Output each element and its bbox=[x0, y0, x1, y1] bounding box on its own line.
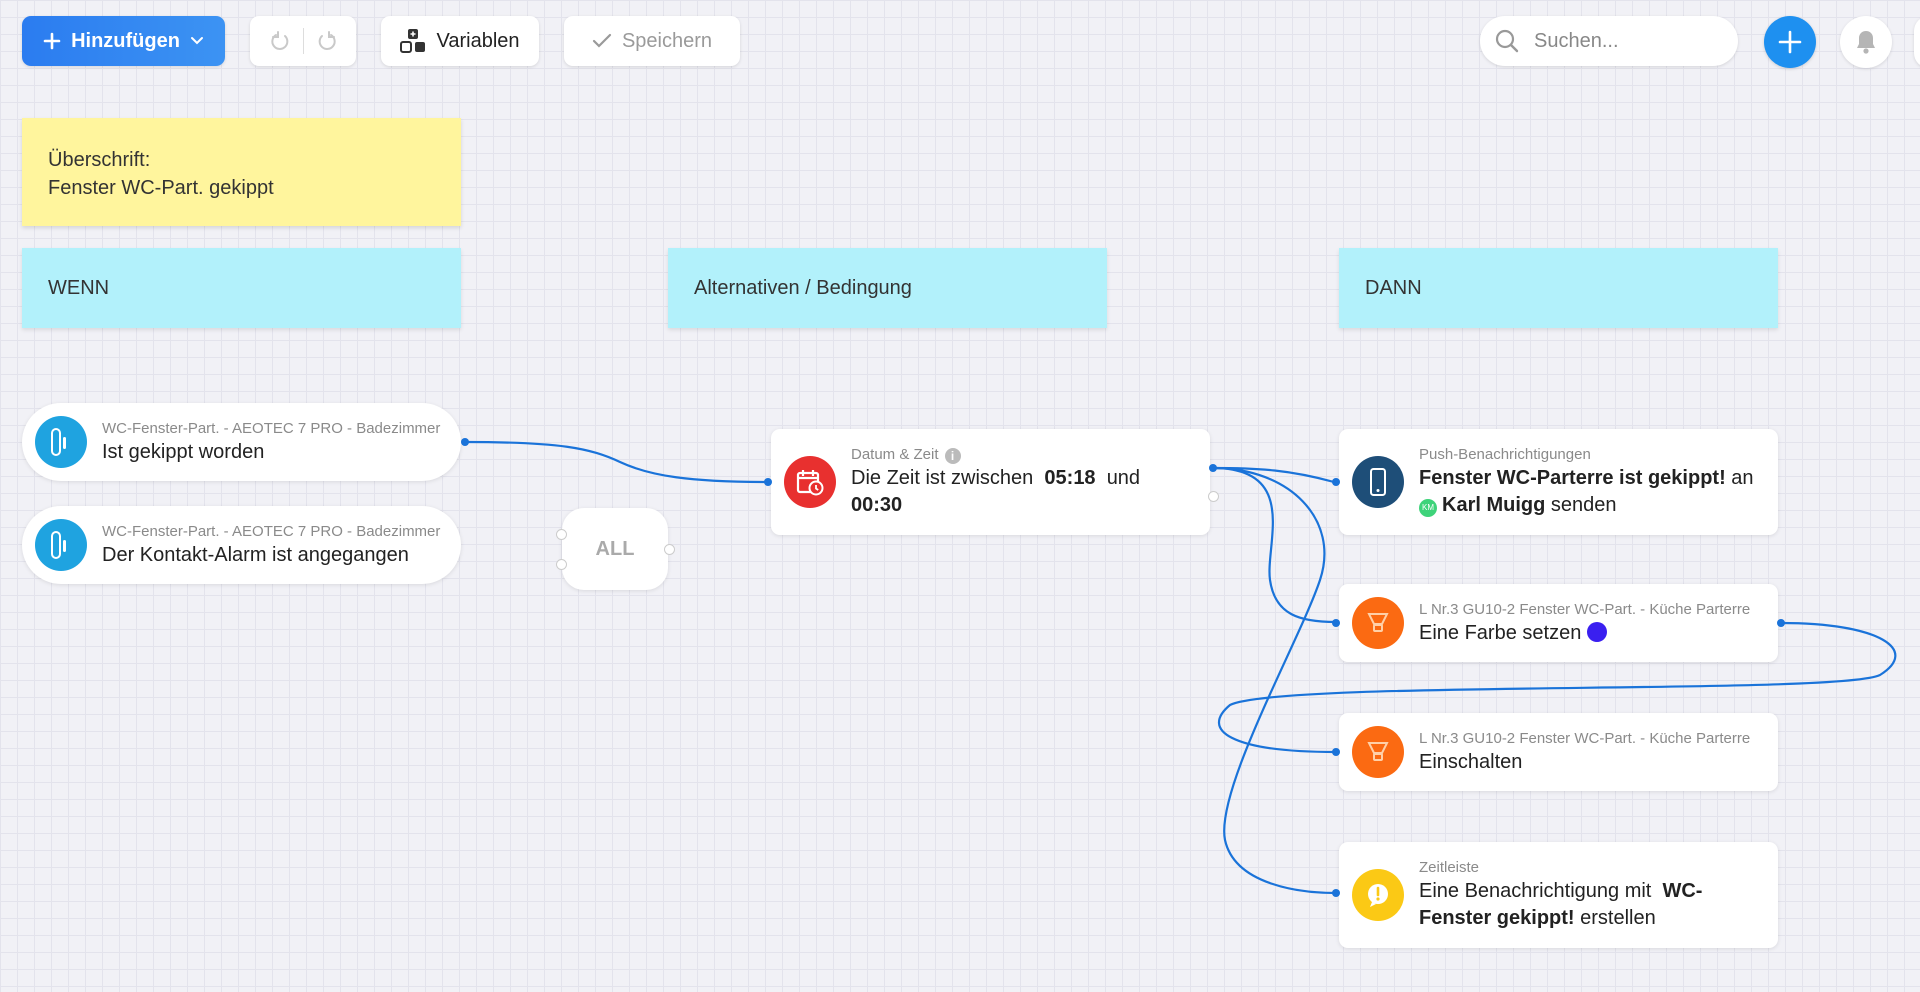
action-category: Push-Benachrichtigungen bbox=[1419, 446, 1591, 463]
calendar-clock-icon bbox=[784, 456, 836, 508]
avatar: KM bbox=[1419, 499, 1437, 517]
logic-input-port[interactable] bbox=[556, 529, 567, 540]
divider bbox=[302, 28, 304, 54]
action-card-set-color[interactable]: L Nr.3 GU10-2 Fenster WC-Part. - Küche P… bbox=[1339, 584, 1778, 662]
logic-input-port[interactable] bbox=[556, 559, 567, 570]
condition-time-end: 00:30 bbox=[851, 494, 903, 516]
condition-output-port-true[interactable] bbox=[1209, 464, 1217, 472]
variables-button[interactable]: Variablen bbox=[381, 16, 539, 66]
timeline-highlight-1: WC- bbox=[1662, 880, 1703, 902]
add-button-label: Hinzufügen bbox=[71, 29, 180, 52]
smartphone-icon bbox=[1352, 456, 1404, 508]
create-button[interactable] bbox=[1764, 16, 1816, 68]
push-to-word: an bbox=[1731, 467, 1754, 489]
all-logic-label: ALL bbox=[595, 537, 635, 560]
headline-note[interactable]: Überschrift: Fenster WC-Part. gekippt bbox=[22, 118, 461, 226]
condition-time-start: 05:18 bbox=[1044, 467, 1096, 489]
action-device: L Nr.3 GU10-2 Fenster WC-Part. - Küche P… bbox=[1419, 600, 1751, 618]
contact-sensor-icon bbox=[35, 519, 87, 571]
trigger-card-tilted[interactable]: WC-Fenster-Part. - AEOTEC 7 PRO - Badezi… bbox=[22, 403, 461, 481]
undo-icon[interactable] bbox=[269, 30, 291, 52]
save-button-label: Speichern bbox=[621, 29, 713, 52]
note-title: Überschrift: bbox=[48, 149, 151, 171]
trigger-event: Ist gekippt worden bbox=[102, 440, 265, 463]
save-button[interactable]: Speichern bbox=[564, 16, 740, 66]
spotlight-icon bbox=[1352, 597, 1404, 649]
condition-text-and: und bbox=[1106, 467, 1141, 489]
action-device: L Nr.3 GU10-2 Fenster WC-Part. - Küche P… bbox=[1419, 729, 1751, 747]
action-input-port[interactable] bbox=[1332, 619, 1340, 627]
action-category: Zeitleiste bbox=[1419, 859, 1480, 876]
variables-icon bbox=[400, 29, 426, 53]
all-logic-node[interactable]: ALL bbox=[562, 508, 668, 590]
search-box bbox=[1480, 16, 1738, 66]
trigger-card-contact-alarm[interactable]: WC-Fenster-Part. - AEOTEC 7 PRO - Badezi… bbox=[22, 506, 461, 584]
wire-trigger-to-condition bbox=[464, 440, 769, 484]
column-header-when-label: WENN bbox=[48, 276, 110, 299]
column-header-then-label: DANN bbox=[1365, 276, 1422, 299]
condition-category: Datum & Zeit bbox=[851, 446, 939, 463]
condition-card-time[interactable]: Datum & Zeit i Die Zeit ist zwischen 05:1… bbox=[771, 429, 1210, 535]
contact-sensor-icon bbox=[35, 416, 87, 468]
trigger-device: WC-Fenster-Part. - AEOTEC 7 PRO - Badezi… bbox=[102, 419, 441, 437]
column-header-conditions-label: Alternativen / Bedingung bbox=[694, 276, 912, 299]
action-card-turn-on[interactable]: L Nr.3 GU10-2 Fenster WC-Part. - Küche P… bbox=[1339, 713, 1778, 791]
action-card-timeline[interactable]: Zeitleiste Eine Benachrichtigung mit WC-… bbox=[1339, 842, 1778, 948]
wire-condition-to-timeline bbox=[1212, 466, 1337, 895]
redo-icon[interactable] bbox=[316, 30, 338, 52]
push-recipient: Karl Muigg bbox=[1442, 494, 1546, 516]
push-verb: senden bbox=[1550, 494, 1617, 516]
alert-bubble-icon bbox=[1352, 869, 1404, 921]
variables-button-label: Variablen bbox=[436, 29, 520, 52]
search-icon bbox=[1495, 29, 1519, 53]
turn-on-text: Einschalten bbox=[1419, 750, 1523, 773]
trigger-output-port[interactable] bbox=[461, 438, 469, 446]
action-input-port[interactable] bbox=[1332, 478, 1340, 486]
info-icon[interactable]: i bbox=[944, 448, 961, 464]
trigger-device: WC-Fenster-Part. - AEOTEC 7 PRO - Badezi… bbox=[102, 522, 441, 540]
wire-condition-to-color bbox=[1212, 466, 1337, 624]
menu-button[interactable] bbox=[1914, 16, 1920, 68]
column-header-then: DANN bbox=[1339, 248, 1778, 328]
color-swatch[interactable] bbox=[1587, 621, 1608, 642]
add-button[interactable]: Hinzufügen bbox=[22, 16, 225, 66]
action-output-port[interactable] bbox=[1777, 619, 1785, 627]
condition-text-prefix: Die Zeit ist zwischen bbox=[851, 467, 1034, 489]
spotlight-icon bbox=[1352, 726, 1404, 778]
check-icon bbox=[592, 33, 612, 48]
search-input[interactable] bbox=[1532, 28, 1726, 54]
plus-icon bbox=[43, 32, 61, 50]
push-message: Fenster WC-Parterre ist gekippt! bbox=[1419, 467, 1726, 489]
timeline-text-prefix: Eine Benachrichtigung mit bbox=[1419, 880, 1652, 902]
plus-icon bbox=[1778, 30, 1802, 54]
set-color-text: Eine Farbe setzen bbox=[1419, 621, 1582, 644]
action-input-port[interactable] bbox=[1332, 889, 1340, 897]
condition-output-port-false[interactable] bbox=[1208, 491, 1219, 502]
timeline-text-suffix: erstellen bbox=[1580, 907, 1656, 929]
action-input-port[interactable] bbox=[1332, 748, 1340, 756]
note-text: Fenster WC-Part. gekippt bbox=[48, 177, 274, 199]
trigger-event: Der Kontakt-Alarm ist angegangen bbox=[102, 543, 409, 566]
notifications-button[interactable] bbox=[1840, 16, 1892, 68]
column-header-when: WENN bbox=[22, 248, 461, 328]
undo-redo-group bbox=[250, 16, 356, 66]
bell-icon bbox=[1857, 31, 1875, 54]
chevron-down-icon bbox=[190, 37, 203, 45]
timeline-highlight-2: Fenster gekippt! bbox=[1419, 907, 1575, 929]
wire-color-to-on bbox=[1218, 621, 1897, 754]
column-header-conditions: Alternativen / Bedingung bbox=[668, 248, 1107, 328]
action-card-push[interactable]: Push-Benachrichtigungen Fenster WC-Parte… bbox=[1339, 429, 1778, 535]
logic-output-port[interactable] bbox=[664, 544, 675, 555]
condition-input-port[interactable] bbox=[764, 478, 772, 486]
